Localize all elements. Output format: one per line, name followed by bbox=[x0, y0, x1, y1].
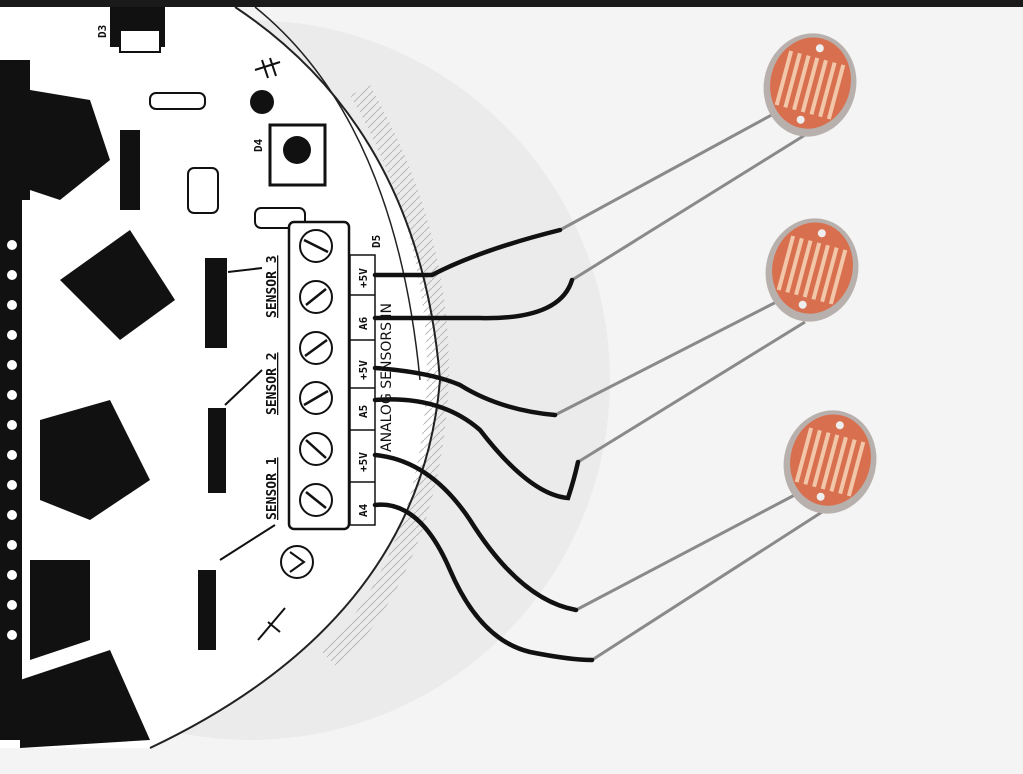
connector-title: ANALOG SENSORS IN bbox=[379, 303, 395, 452]
label-a3: A3 bbox=[115, 514, 130, 530]
pin-label-5v-1: +5V bbox=[357, 452, 370, 472]
label-d5: D5 bbox=[370, 235, 383, 248]
pin-label-5v-2: +5V bbox=[357, 360, 370, 380]
label-sensor-3: SENSOR 3 bbox=[265, 255, 280, 318]
wire-a5 bbox=[372, 397, 581, 501]
wires bbox=[372, 227, 595, 663]
label-d3: D3 bbox=[96, 25, 109, 38]
label-a2: A2 bbox=[115, 374, 130, 390]
wire-a6 bbox=[372, 277, 575, 321]
top-bar bbox=[0, 0, 1023, 7]
wire-5v-1 bbox=[372, 452, 579, 613]
label-sensor-2: SENSOR 2 bbox=[265, 352, 280, 415]
pin-label-a5: A5 bbox=[357, 405, 370, 418]
ldr-leads bbox=[554, 103, 823, 662]
sensor-2-ldr bbox=[765, 218, 859, 322]
sensor-3-ldr bbox=[763, 33, 857, 137]
wire-a4 bbox=[372, 502, 595, 663]
wire-5v-3 bbox=[372, 227, 563, 278]
sensor-1-ldr bbox=[783, 410, 877, 514]
wire-5v-2 bbox=[372, 365, 558, 418]
label-sensor-1: SENSOR 1 bbox=[265, 457, 280, 520]
pin-label-5v-3: +5V bbox=[357, 268, 370, 288]
terminal-block bbox=[287, 220, 376, 531]
pin-label-a4: A4 bbox=[357, 503, 370, 517]
pin-label-a6: A6 bbox=[357, 316, 370, 330]
label-d4: D4 bbox=[252, 138, 265, 152]
